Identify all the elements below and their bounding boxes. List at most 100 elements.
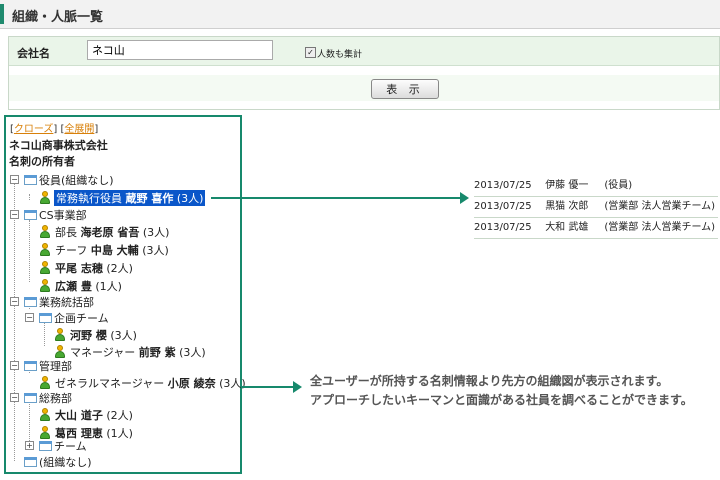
- folder-icon: [24, 393, 37, 403]
- person-icon: [39, 243, 51, 256]
- tree-node-gn-p1[interactable]: 大山 道子 (2人): [55, 407, 133, 423]
- title-bar: 組織・人脈一覧: [0, 0, 720, 29]
- person-role: チーフ: [55, 244, 88, 257]
- person-icon: [39, 279, 51, 292]
- history-name: 伊藤 優一: [545, 180, 589, 191]
- callout-text: 全ユーザーが所持する名刺情報より先方の組織図が表示されます。 アプローチしたいキ…: [310, 372, 693, 410]
- person-role: マネージャー: [70, 346, 136, 359]
- folder-icon: [39, 313, 52, 323]
- tree-connector: [29, 399, 30, 445]
- folder-icon: [24, 297, 37, 307]
- person-name: 平尾 志穂: [55, 262, 103, 275]
- company-input[interactable]: [87, 40, 273, 60]
- tree-node-ops[interactable]: 業務統括部: [39, 296, 94, 309]
- person-name: 海老原 省吾: [80, 226, 140, 239]
- person-count: (3人): [142, 226, 170, 239]
- tree-node-planning[interactable]: 企画チーム: [54, 312, 109, 325]
- search-form: 会社名 ✓ 人数も集計 表 示: [8, 36, 720, 110]
- person-icon: [54, 328, 66, 341]
- tree-node-mg-p1[interactable]: ゼネラルマネージャー 小原 綾奈 (3人): [55, 375, 246, 391]
- callout-line-2: アプローチしたいキーマンと面識がある社員を調べることができます。: [310, 393, 693, 407]
- list-item[interactable]: 2013/07/25 大和 武雄 (営業部 法人営業チーム): [474, 218, 718, 239]
- title-accent-bar: [0, 4, 4, 24]
- history-date: 2013/07/25: [474, 201, 532, 212]
- team-expander[interactable]: +: [25, 441, 34, 450]
- person-name: 中島 大輔: [90, 244, 139, 257]
- history-dept: (営業部 法人営業チーム): [604, 222, 716, 233]
- ops-expander[interactable]: −: [10, 297, 19, 306]
- folder-icon: [24, 210, 37, 220]
- submit-row: 表 示: [9, 75, 719, 101]
- person-count: (1人): [106, 427, 133, 440]
- tree-node-cs-p3[interactable]: 平尾 志穂 (2人): [55, 260, 133, 276]
- person-role: 部長: [55, 226, 77, 239]
- person-count: (3人): [179, 346, 206, 359]
- tree-node-general[interactable]: 総務部: [39, 392, 72, 405]
- history-name: 黒猫 次郎: [545, 201, 589, 212]
- tree-connector: [14, 179, 15, 461]
- tree-company-name: ネコ山商事株式会社: [9, 139, 108, 152]
- tree-node-pl-p2[interactable]: マネージャー 前野 紫 (3人): [70, 344, 206, 360]
- tree-node-cs-p2[interactable]: チーフ 中島 大輔 (3人): [55, 242, 169, 258]
- tree-node-pl-p1[interactable]: 河野 櫻 (3人): [70, 327, 137, 343]
- collapse-link[interactable]: クローズ: [13, 124, 54, 135]
- arrow-line: [211, 197, 461, 199]
- history-name: 大和 武雄: [545, 222, 589, 233]
- history-date: 2013/07/25: [474, 222, 532, 233]
- arrow-right-icon: [460, 192, 469, 204]
- tree-node-cs-p4[interactable]: 広瀬 豊 (1人): [55, 278, 122, 294]
- tree-connector: [29, 194, 30, 200]
- count-checkbox[interactable]: ✓: [305, 47, 316, 58]
- person-count: (3人): [110, 329, 137, 342]
- person-icon: [39, 191, 51, 204]
- tree-node-officer-exec[interactable]: 常務執行役員 蔵野 喜作 (3人): [54, 190, 206, 206]
- arrow-line: [242, 386, 294, 388]
- person-name: 河野 櫻: [70, 329, 107, 342]
- person-name: 葛西 理恵: [55, 427, 103, 440]
- tree-toggle-links: [クローズ] [全展開]: [10, 124, 99, 135]
- tree-node-officers[interactable]: 役員(組織なし): [39, 174, 114, 187]
- cs-expander[interactable]: −: [10, 210, 19, 219]
- list-item[interactable]: 2013/07/25 伊藤 優一 (役員): [474, 176, 718, 197]
- company-label: 会社名: [17, 47, 50, 60]
- tree-node-team[interactable]: チーム: [54, 440, 87, 453]
- expand-all-link[interactable]: 全展開: [64, 124, 95, 135]
- person-name: 小原 綾奈: [167, 377, 216, 390]
- page-title: 組織・人脈一覧: [12, 10, 104, 25]
- planning-expander[interactable]: −: [25, 313, 34, 322]
- general-expander[interactable]: −: [10, 393, 19, 402]
- person-name: 前野 紫: [138, 346, 176, 359]
- tree-node-cs-p1[interactable]: 部長 海老原 省吾 (3人): [55, 224, 169, 240]
- display-button[interactable]: 表 示: [371, 79, 439, 99]
- count-checkbox-label: 人数も集計: [317, 50, 363, 60]
- officers-expander[interactable]: −: [10, 175, 19, 184]
- person-count: (3人): [176, 192, 204, 205]
- tree-node-mgmt[interactable]: 管理部: [39, 360, 72, 373]
- person-icon: [39, 261, 51, 274]
- tree-node-cs[interactable]: CS事業部: [39, 209, 87, 222]
- folder-icon: [24, 361, 37, 371]
- history-dept: (営業部 法人営業チーム): [604, 201, 716, 212]
- tree-owner-heading: 名刺の所有者: [9, 155, 75, 168]
- person-name: 蔵野 喜作: [125, 192, 174, 205]
- person-name: 大山 道子: [55, 409, 103, 422]
- mgmt-expander[interactable]: −: [10, 361, 19, 370]
- folder-icon: [24, 175, 37, 185]
- tree-node-gn-p2[interactable]: 葛西 理恵 (1人): [55, 425, 133, 441]
- person-count: (1人): [95, 280, 122, 293]
- person-count: (3人): [219, 377, 246, 390]
- tree-connector: [29, 220, 30, 282]
- person-icon: [39, 225, 51, 238]
- person-role: ゼネラルマネージャー: [55, 377, 165, 390]
- person-icon: [39, 426, 51, 439]
- person-count: (2人): [106, 409, 133, 422]
- arrow-right-icon: [293, 381, 302, 393]
- person-name: 広瀬 豊: [55, 280, 92, 293]
- folder-icon: [24, 457, 37, 467]
- person-icon: [54, 345, 66, 358]
- list-item[interactable]: 2013/07/25 黒猫 次郎 (営業部 法人営業チーム): [474, 197, 718, 218]
- history-dept: (役員): [604, 180, 633, 191]
- tree-node-no-org[interactable]: (組織なし): [39, 456, 92, 469]
- org-tree-panel: [クローズ] [全展開] ネコ山商事株式会社 名刺の所有者 − 役員(組織なし)…: [4, 115, 246, 474]
- person-count: (2人): [106, 262, 133, 275]
